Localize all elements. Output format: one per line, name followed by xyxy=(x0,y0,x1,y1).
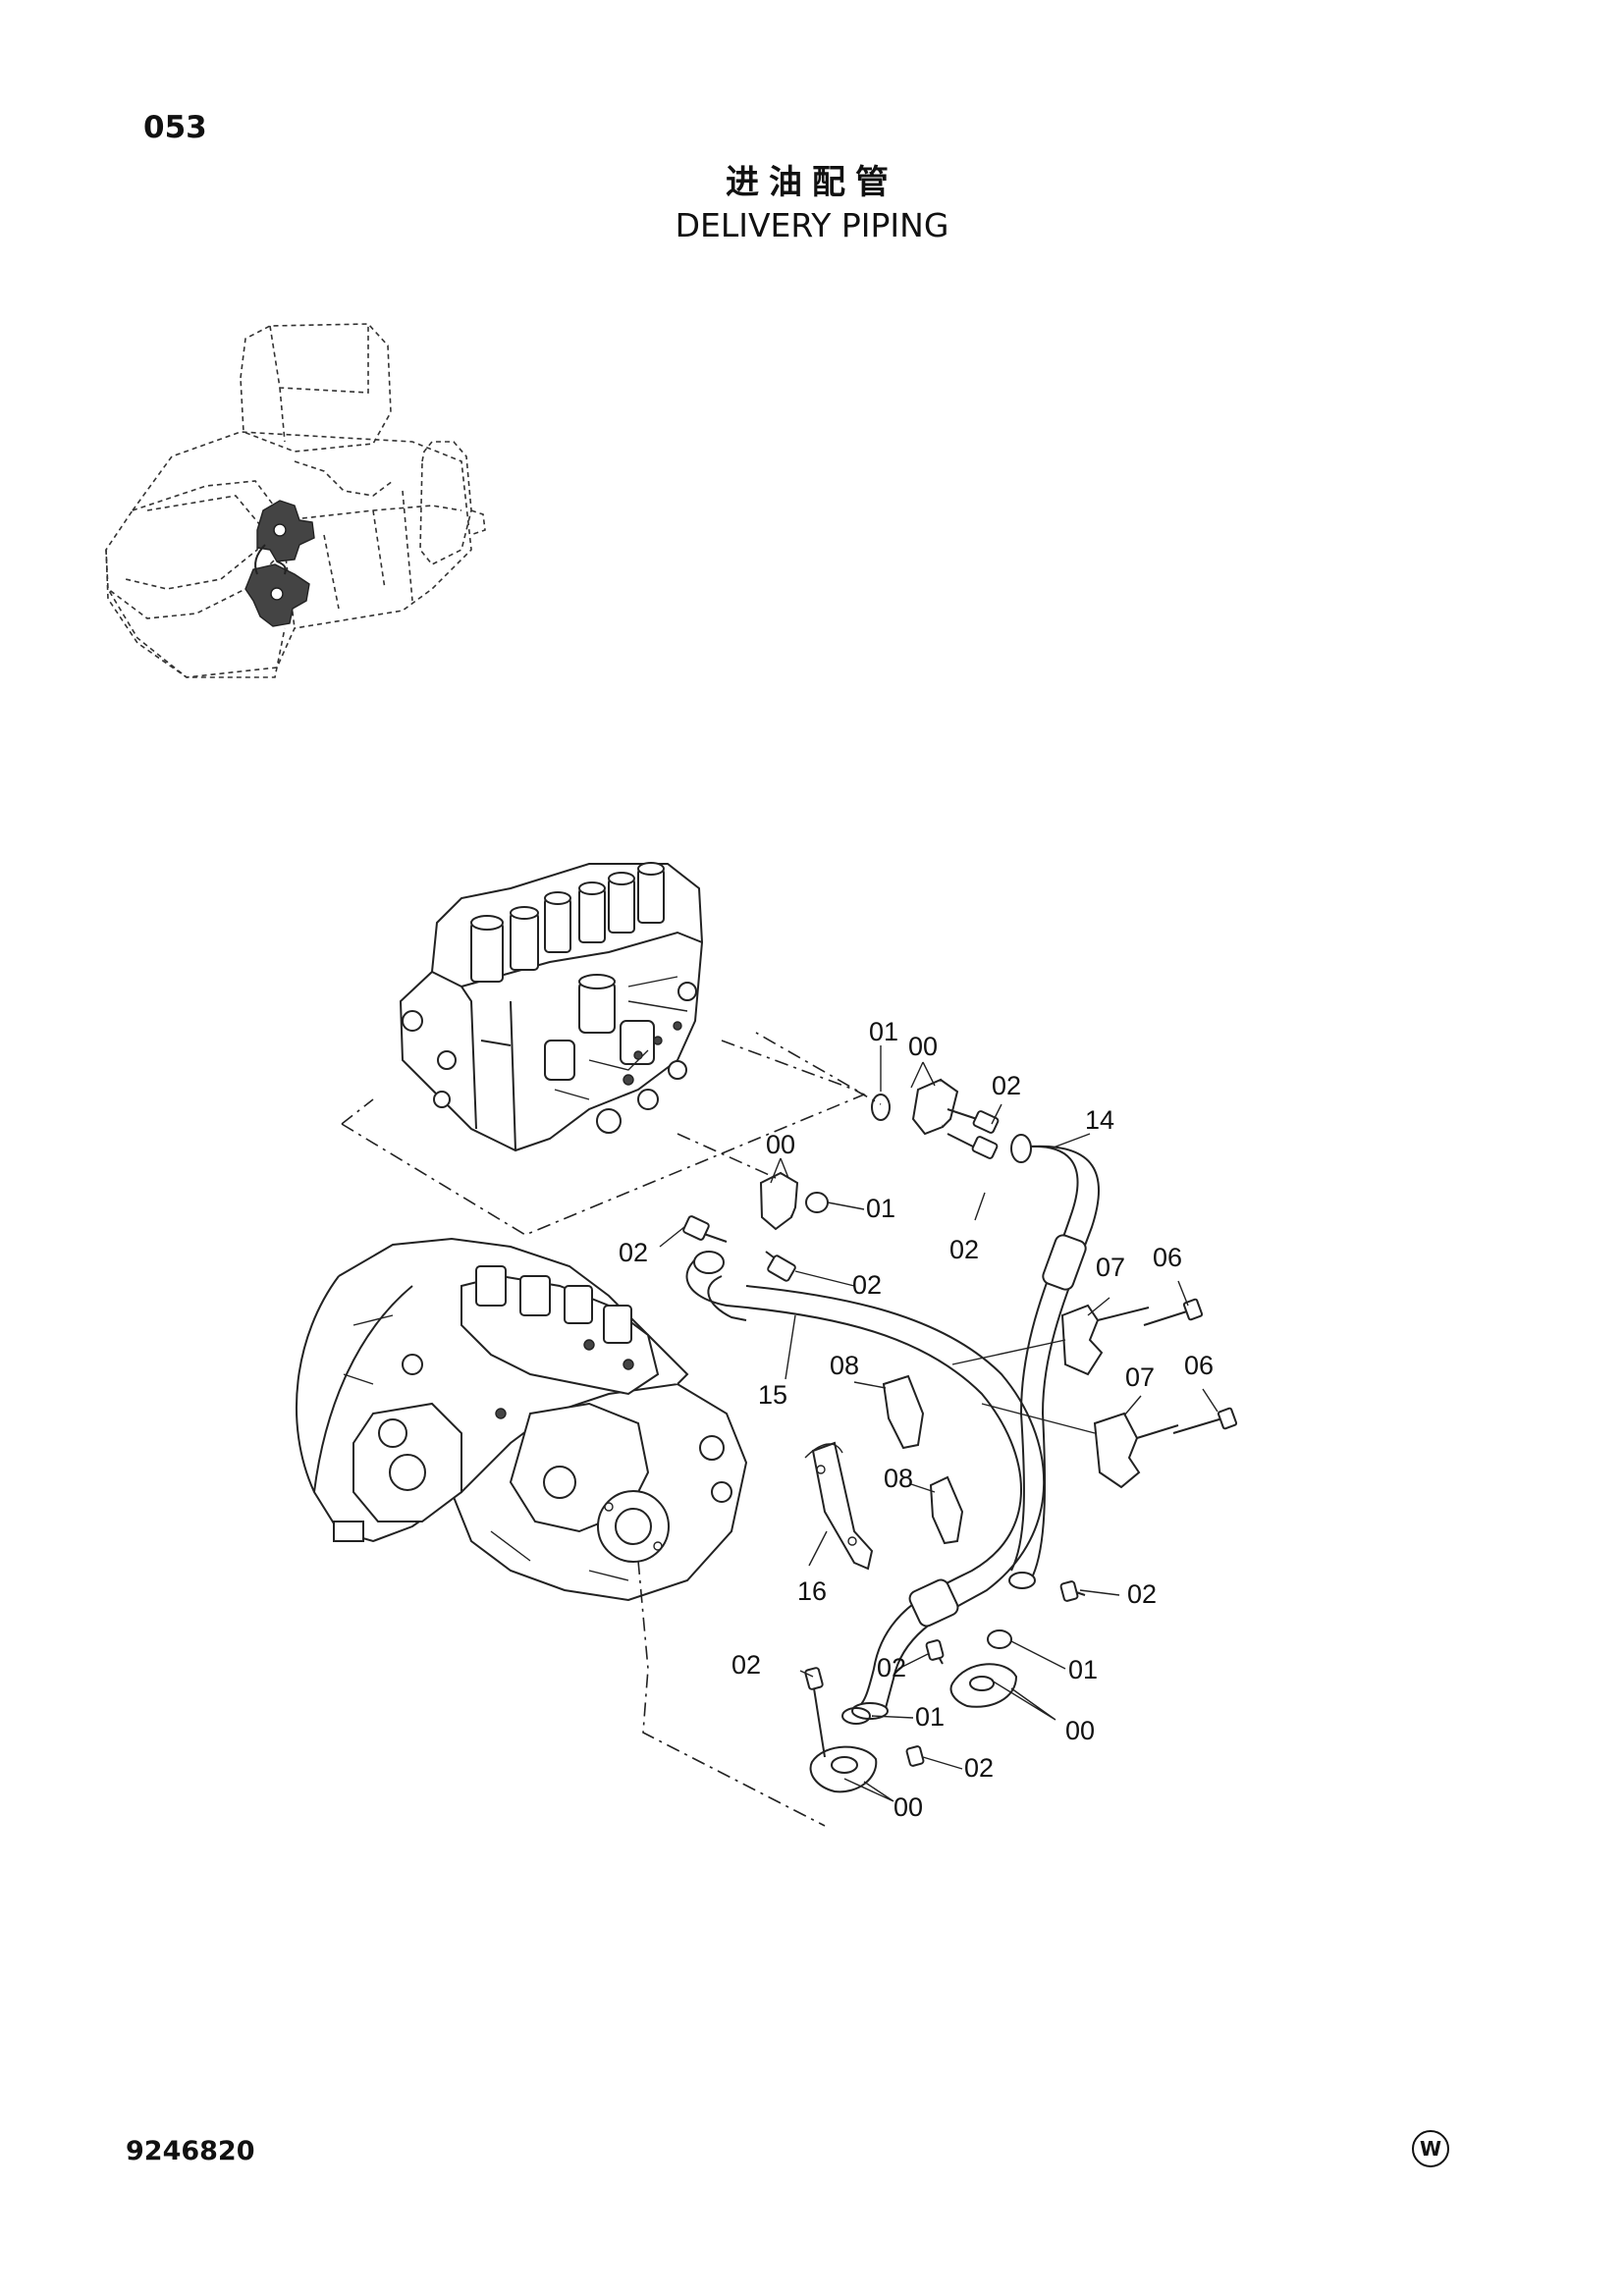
callout-02: 02 xyxy=(877,1653,906,1682)
callout-02: 02 xyxy=(964,1753,994,1783)
lower-left-flange-set xyxy=(804,1667,925,1793)
callout-14: 14 xyxy=(1085,1105,1114,1135)
machine-locator-illustration xyxy=(105,323,486,678)
callout-01: 01 xyxy=(915,1702,945,1732)
delivery-hose-15 xyxy=(685,1251,1046,1720)
main-pump-assembly xyxy=(295,1237,748,1602)
callout-01: 01 xyxy=(1068,1655,1098,1684)
delivery-hose-14 xyxy=(1008,1134,1100,1589)
callout-06: 06 xyxy=(1153,1243,1182,1272)
upper-flange-set xyxy=(871,1078,1000,1159)
callout-16: 16 xyxy=(797,1576,827,1606)
circled-w-mark: W xyxy=(1412,2130,1449,2167)
clamps-07-bolts-06 xyxy=(951,1298,1238,1489)
lower-right-flange-set xyxy=(925,1580,1086,1708)
callout-07: 07 xyxy=(1125,1362,1155,1392)
callout-00: 00 xyxy=(908,1032,938,1061)
callout-02: 02 xyxy=(992,1071,1021,1100)
callout-02: 02 xyxy=(731,1650,761,1680)
callout-06: 06 xyxy=(1184,1351,1214,1380)
callout-08: 08 xyxy=(884,1464,913,1493)
brackets-08-stay-16 xyxy=(804,1374,964,1571)
callout-15: 15 xyxy=(758,1380,787,1410)
callout-00: 00 xyxy=(1065,1716,1095,1745)
callout-numbers: 01 00 02 14 00 01 02 02 02 07 06 07 06 1… xyxy=(619,1017,1214,1822)
callout-07: 07 xyxy=(1096,1253,1125,1282)
page-number: 053 xyxy=(143,110,207,145)
highlighted-pump-area xyxy=(244,500,315,627)
leader-lines xyxy=(659,1040,1218,1802)
callout-02: 02 xyxy=(619,1238,648,1267)
callout-02: 02 xyxy=(949,1235,979,1264)
callout-01: 01 xyxy=(869,1017,898,1046)
control-valve-assembly xyxy=(341,862,866,1236)
document-number: 9246820 xyxy=(126,2136,255,2166)
middle-flange-set xyxy=(682,1171,829,1282)
callout-00: 00 xyxy=(766,1130,795,1159)
callout-08: 08 xyxy=(830,1351,859,1380)
callout-00: 00 xyxy=(893,1792,923,1822)
callout-02: 02 xyxy=(852,1270,882,1300)
page-title-english: DELIVERY PIPING xyxy=(675,206,949,244)
callout-01: 01 xyxy=(866,1194,895,1223)
callout-02: 02 xyxy=(1127,1579,1157,1609)
page-title-chinese: 进油配管 xyxy=(726,163,898,202)
